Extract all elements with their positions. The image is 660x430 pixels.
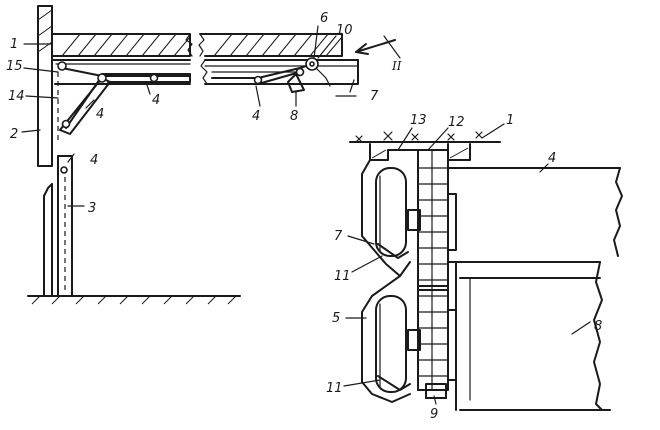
- door-panel-8-bracket: [447, 309, 457, 381]
- ceiling-right: [199, 33, 343, 57]
- view-arrow-head: [355, 43, 369, 55]
- wall-frame: [37, 5, 53, 167]
- label-4a: 4: [96, 107, 104, 122]
- leader-lines-right: [343, 123, 591, 405]
- chain-column: [417, 149, 449, 391]
- housing-upper: [361, 159, 411, 277]
- link-arm-horizontal: [101, 73, 191, 83]
- door-panel-4-bracket: [447, 193, 457, 251]
- ceiling-left: [51, 33, 191, 57]
- break-line-panel-8: [593, 261, 603, 411]
- ceiling-section-marks: [355, 131, 483, 143]
- pivot-arm: [97, 73, 107, 83]
- label-7a: 7: [370, 89, 379, 104]
- bracket-8: [287, 73, 305, 93]
- pivot-8: [295, 67, 305, 77]
- ceiling-left-hatching: [61, 33, 191, 57]
- label-6: 6: [320, 11, 328, 26]
- label-14: 14: [8, 89, 25, 104]
- rail-profile-hatch: [371, 147, 469, 159]
- profile-11-lower: [377, 375, 411, 391]
- view-arrow: [355, 39, 396, 53]
- label-1: 1: [10, 37, 18, 52]
- pivot-door: [60, 166, 68, 174]
- break-line-right: [198, 33, 205, 57]
- label-1b: 1: [506, 113, 514, 128]
- section-line: [383, 35, 401, 59]
- label-2: 2: [10, 127, 18, 142]
- label-15: 15: [6, 59, 23, 74]
- wheel-upper: [375, 167, 407, 257]
- door-panel-4-edges: [447, 167, 621, 263]
- label-5: 5: [332, 311, 340, 326]
- pivot-15: [57, 61, 67, 71]
- pivot-mid: [149, 73, 159, 83]
- label-4e: 4: [548, 151, 556, 166]
- right-figure: 13 12 1 4 7 11 5 8 11 9: [326, 113, 623, 422]
- housing-lower: [361, 275, 411, 403]
- profile-11-upper: [377, 243, 409, 259]
- break-line-rail: [200, 59, 208, 85]
- break-line: [185, 33, 193, 57]
- label-9: 9: [430, 407, 438, 422]
- label-3: 3: [88, 201, 96, 216]
- axle-upper: [407, 209, 421, 231]
- label-11b: 11: [326, 381, 343, 396]
- pivot-lower: [61, 119, 71, 129]
- bottom-plate-9: [425, 383, 447, 399]
- left-figure: 1 15 14 2 4 4 4 3 6 10 II 4 8 7: [6, 5, 402, 305]
- wheel-lower: [375, 295, 407, 393]
- chain-column-links: [417, 149, 449, 391]
- label-II: II: [391, 59, 402, 73]
- label-4d: 4: [252, 109, 260, 124]
- label-10: 10: [336, 23, 353, 38]
- label-8b: 8: [594, 319, 602, 334]
- label-8a: 8: [290, 109, 298, 124]
- door-panel-3: [57, 155, 73, 297]
- door-panel-outer: [43, 183, 53, 297]
- rail-right: [204, 59, 359, 85]
- label-13: 13: [410, 113, 427, 128]
- leader-lines-left: [21, 25, 355, 207]
- label-11a: 11: [334, 269, 351, 284]
- door-panel-break: [43, 183, 53, 197]
- floor-hatching: [31, 295, 237, 305]
- label-7b: 7: [334, 229, 343, 244]
- door-panel-8-edges: [455, 261, 611, 411]
- label-4b: 4: [152, 93, 160, 108]
- rail-left: [51, 59, 191, 85]
- rail-inner-right: [204, 65, 359, 73]
- wall-hatching: [37, 9, 53, 53]
- rail-profile-top: [369, 143, 419, 161]
- break-line-panel-4: [613, 167, 623, 257]
- pivot-6-inner: [309, 61, 315, 67]
- pivot-right: [253, 75, 263, 85]
- label-4c: 4: [90, 153, 98, 168]
- chain-joint: [417, 285, 449, 291]
- ceiling-right-hatching: [213, 33, 343, 57]
- axle-lower: [407, 329, 421, 351]
- label-12: 12: [448, 115, 465, 130]
